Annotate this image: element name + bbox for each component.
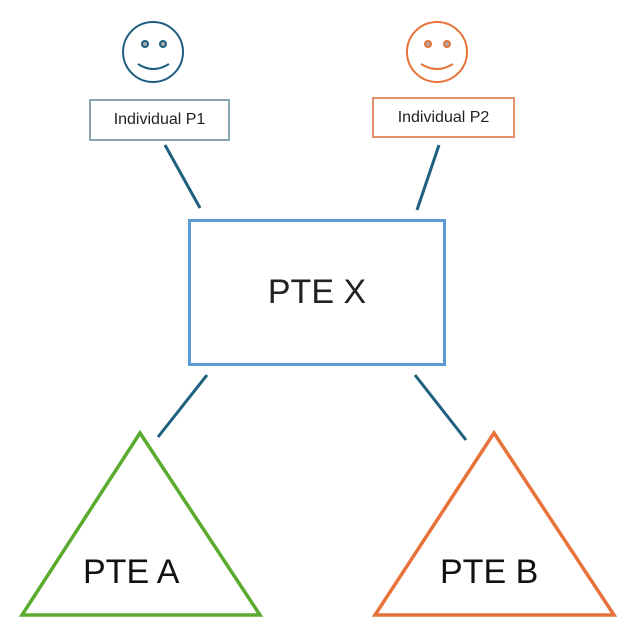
individual-p2-box: Individual P2 [372, 97, 515, 138]
connector-x-b [413, 374, 468, 441]
pte-x-box: PTE X [188, 219, 446, 366]
connector-x-a [156, 374, 209, 438]
individual-p1-label: Individual P1 [113, 111, 206, 128]
pte-a-label: PTE A [83, 553, 180, 591]
pte-b-label: PTE B [440, 553, 539, 591]
pte-b-triangle [371, 429, 618, 617]
smiley-face-icon [406, 21, 468, 83]
pte-a-triangle [18, 429, 264, 617]
individual-p1-box: Individual P1 [89, 99, 230, 141]
connector-p2-x [415, 144, 441, 211]
connector-p1-x [163, 144, 202, 209]
pte-x-label: PTE X [267, 273, 367, 311]
smiley-face-icon [122, 21, 184, 83]
individual-p2-label: Individual P2 [397, 108, 490, 126]
